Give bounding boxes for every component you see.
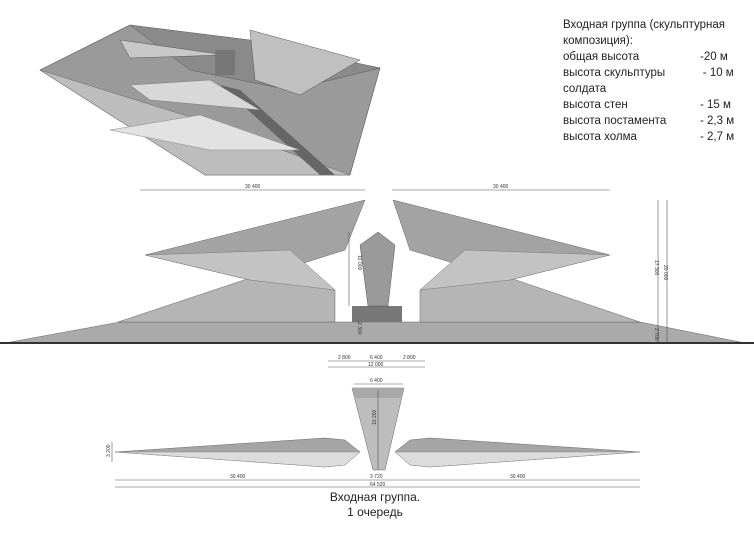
perspective-view [39, 24, 381, 176]
legend-label: общая высота [563, 51, 640, 63]
caption-title: Входная группа. [329, 490, 421, 504]
pedestal [352, 306, 402, 322]
dim-left-wing: 30 400 [245, 184, 261, 190]
legend-value: - 2,7 м [700, 131, 735, 143]
dim-plan-gap: 3 720 [370, 474, 383, 480]
dim-plan-left-length: 30 400 [230, 474, 246, 480]
legend-value: - 15 м [700, 99, 731, 111]
dim-overall-center: 12 000 [368, 362, 384, 368]
dim-statue-height: 10 000 [356, 255, 362, 271]
plan-view [111, 383, 641, 488]
dim-wing-thickness: 3 200 [106, 444, 112, 457]
dim-right-wing: 30 400 [493, 184, 509, 190]
legend-label: высота скульптуры солдата [563, 67, 666, 95]
dim-side-left: 2 800 [338, 355, 351, 361]
legend-label: высота холма [563, 131, 637, 143]
legend-value: -20 м [700, 51, 728, 63]
dim-side-right: 2 800 [403, 355, 416, 361]
legend-row: высота холма - 2,7 м [563, 129, 748, 145]
legend-value: - 2,3 м [700, 115, 735, 127]
legend-label: высота стен [563, 99, 628, 111]
soldier-sculpture [359, 231, 396, 307]
dim-total-height: 20 000 [662, 265, 668, 281]
legend-row: высота скульптуры солдата - 10 м [563, 65, 748, 97]
caption-subtitle: 1 очередь [347, 505, 403, 519]
drawing-caption: Входная группа. 1 очередь [280, 490, 470, 520]
legend-row: высота постамента - 2,3 м [563, 113, 748, 129]
soldier-sculpture-perspective [215, 50, 235, 75]
dim-plan-total-length: 64 520 [370, 482, 386, 488]
legend-label: высота постамента [563, 115, 667, 127]
legend-title: Входная группа (скульптурная композиция)… [563, 19, 725, 47]
dim-wall-height: 17 300 [653, 260, 659, 276]
dim-plan-depth: 10 200 [372, 409, 378, 425]
elevation-view [0, 189, 754, 368]
specification-legend: Входная группа (скульптурная композиция)… [563, 17, 748, 145]
dim-plan-top-width: 6 400 [370, 378, 383, 384]
dim-pedestal-height: 2 300 [356, 322, 362, 335]
legend-row: высота стен - 15 м [563, 97, 748, 113]
dim-center: 6 400 [370, 355, 383, 361]
legend-value: - 10 м [702, 67, 734, 79]
legend-row: общая высота -20 м [563, 49, 748, 65]
dim-hill-height: 2 700 [653, 328, 659, 341]
dim-plan-right-length: 30 400 [510, 474, 526, 480]
